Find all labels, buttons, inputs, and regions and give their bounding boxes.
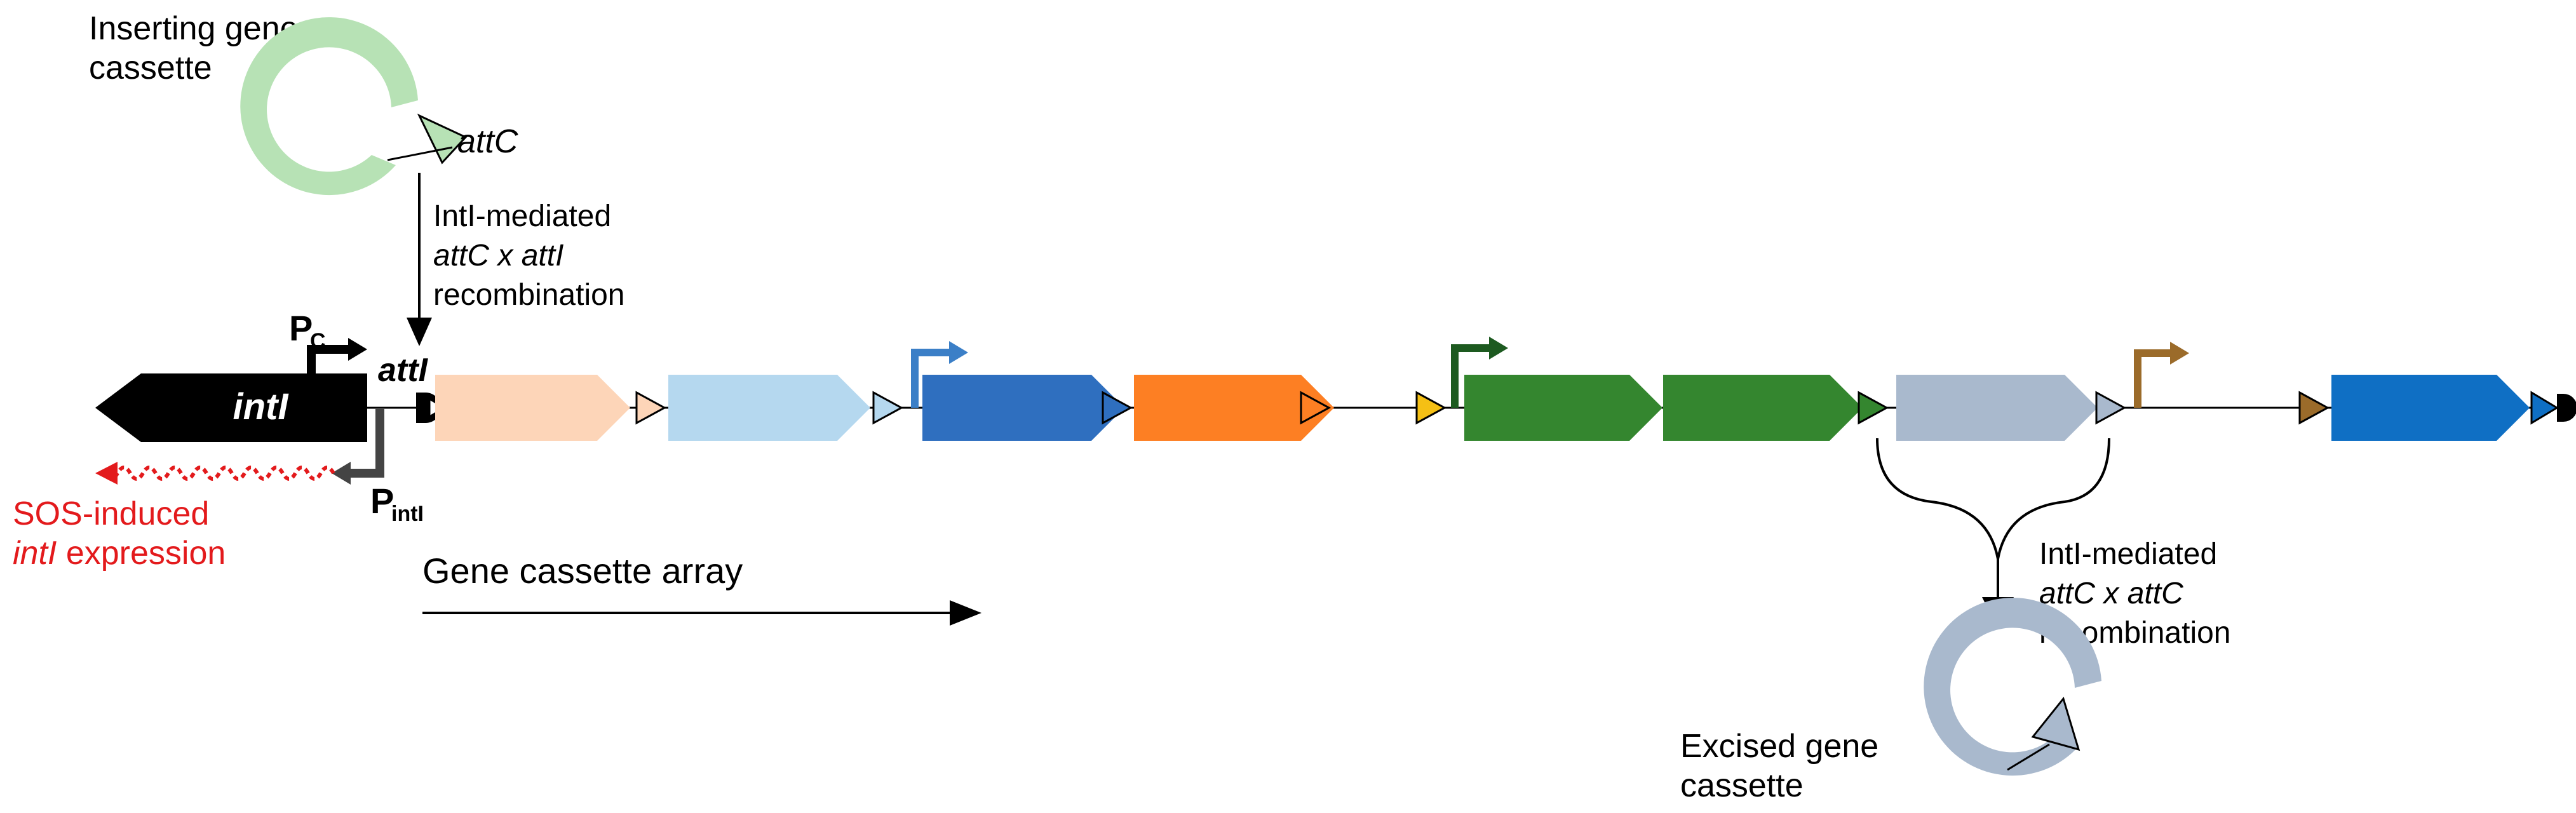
inserting-cassette-label-2: cassette xyxy=(89,50,212,86)
sos-label-2: intI expression xyxy=(13,535,226,572)
excision-label-1: IntI-mediated xyxy=(2039,537,2217,571)
excised-cassette-attc-site xyxy=(2031,696,2080,751)
pinti-label-subscript: intI xyxy=(391,502,424,526)
cassette-2 xyxy=(668,375,870,441)
insertion-label-1: IntI-mediated xyxy=(433,199,611,233)
attc-site-7 xyxy=(2095,391,2127,425)
attc-site-8 xyxy=(2298,391,2330,425)
attc-site-6 xyxy=(1858,391,1889,425)
cassette-8 xyxy=(2331,375,2530,441)
attc-site-2 xyxy=(872,391,904,425)
array-arrow-head xyxy=(950,600,981,626)
promoter-blue-arrow xyxy=(911,349,952,408)
cassette-6 xyxy=(1663,375,1863,441)
attc-site-9 xyxy=(2530,391,2559,425)
attc-site-1 xyxy=(635,391,667,425)
inti-gene-label: intI xyxy=(233,386,290,427)
excision-label-2: attC x attC xyxy=(2039,577,2183,610)
attc-site-4 xyxy=(1300,391,1332,425)
insertion-label-2: attC x attI xyxy=(433,239,563,272)
inserting-cassette-label-1: Inserting gene xyxy=(89,10,299,47)
attc-site-5 xyxy=(1415,391,1447,425)
attc-site-3 xyxy=(1102,391,1133,425)
sos-arrow-head xyxy=(95,462,118,485)
atti-label: attI xyxy=(378,352,429,389)
cassette-1 xyxy=(435,375,630,441)
attc-label: attC xyxy=(457,123,518,160)
promoter-brown-arrow xyxy=(2134,349,2173,408)
cassette-4 xyxy=(1134,375,1334,441)
pinti-promoter-arrow xyxy=(348,408,384,478)
array-label: Gene cassette array xyxy=(422,551,743,591)
cassette-5 xyxy=(1464,375,1662,441)
promoter-green-arrow xyxy=(1451,344,1492,408)
pc-promoter-arrow xyxy=(307,345,351,373)
cassette-3 xyxy=(922,375,1124,441)
excised-label-2: cassette xyxy=(1680,767,1804,804)
pinti-label: P xyxy=(370,481,394,521)
excised-label-1: Excised gene xyxy=(1680,728,1878,765)
insertion-label-3: recombination xyxy=(433,278,625,312)
pc-label-subscript: C xyxy=(310,329,326,353)
pc-label: P xyxy=(289,308,313,348)
array-end-cap xyxy=(2557,394,2576,422)
inserting-cassette-circle xyxy=(240,17,418,196)
inserting-cassette-attc-site xyxy=(417,113,468,165)
sos-label-1: SOS-induced xyxy=(13,495,209,532)
insertion-arrow-head xyxy=(407,318,432,346)
cassette-7 xyxy=(1896,375,2098,441)
sos-expression-wave xyxy=(103,466,335,481)
inti-gene xyxy=(95,373,367,442)
excised-cassette-circle xyxy=(1924,598,2101,776)
